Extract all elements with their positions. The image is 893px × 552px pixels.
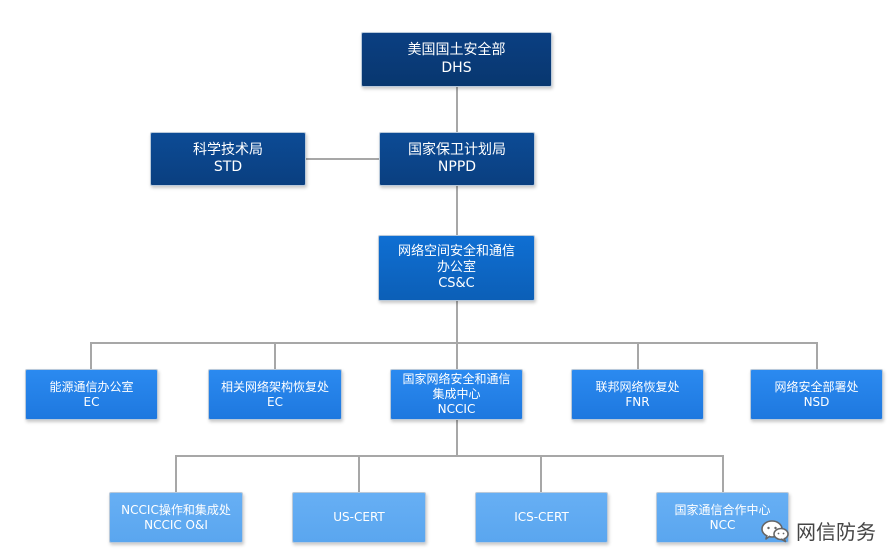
node-unit-us-cert: US-CERT (292, 492, 426, 543)
node-unit-ncc-name-en: NCC (709, 517, 736, 532)
node-office-ec-name-zh: 能源通信办公室 (49, 379, 134, 394)
watermark-text: 网信防务 (796, 522, 876, 544)
node-office-ec: 能源通信办公室 EC (25, 369, 158, 420)
node-office-fnr-name-en: FNR (625, 394, 650, 409)
node-std-name-en: STD (213, 159, 243, 175)
wechat-icon (761, 519, 789, 542)
node-office-ec-2-name-zh: 相关网络架构恢复处 (220, 379, 329, 394)
node-unit-ncc-name-zh: 国家通信合作中心 (674, 502, 771, 517)
node-csc-name-zh-line2: 办公室 (436, 259, 476, 275)
node-office-ec-2-name-en: EC (267, 394, 283, 409)
node-csc-name-zh-line1: 网络空间安全和通信 (397, 243, 515, 259)
node-nppd: 国家保卫计划局 NPPD (379, 132, 535, 186)
node-nppd-name-zh: 国家保卫计划局 (408, 141, 506, 158)
node-office-ec-name-en: EC (83, 394, 100, 409)
node-office-nsd: 网络安全部署处 NSD (750, 369, 883, 420)
node-office-nccic: 国家网络安全和通信 集成中心 NCCIC (390, 369, 523, 420)
node-office-nsd-name-zh: 网络安全部署处 (774, 379, 859, 394)
node-csc: 网络空间安全和通信 办公室 CS&C (378, 235, 535, 301)
node-dhs-name-zh: 美国国土安全部 (407, 42, 506, 58)
node-office-ec-2: 相关网络架构恢复处 EC (208, 369, 342, 420)
node-nppd-name-en: NPPD (437, 159, 477, 175)
node-office-fnr: 联邦网络恢复处 FNR (571, 369, 704, 420)
node-std: 科学技术局 STD (150, 132, 306, 186)
node-unit-ics-cert: ICS-CERT (475, 492, 608, 543)
node-unit-ics-cert-name-en: ICS-CERT (514, 510, 569, 524)
node-office-nccic-name-zh-line2: 集成中心 (432, 387, 481, 401)
node-unit-nccic-oi-name-en: NCCIC O&I (144, 517, 208, 532)
watermark: 网信防务 (760, 516, 876, 545)
node-unit-nccic-oi: NCCIC操作和集成处 NCCIC O&I (109, 492, 243, 543)
node-dhs: 美国国土安全部 DHS (361, 32, 552, 87)
node-unit-nccic-oi-name-zh: NCCIC操作和集成处 (121, 502, 231, 517)
node-csc-name-en: CS&C (438, 276, 475, 292)
node-dhs-name-en: DHS (441, 59, 472, 76)
node-std-name-zh: 科学技术局 (193, 141, 263, 158)
node-unit-us-cert-name-en: US-CERT (333, 510, 385, 524)
node-office-nccic-name-zh-line1: 国家网络安全和通信 (402, 372, 511, 386)
node-office-nccic-name-en: NCCIC (437, 402, 476, 416)
node-office-fnr-name-zh: 联邦网络恢复处 (595, 379, 680, 394)
node-office-nsd-name-en: NSD (803, 394, 830, 409)
